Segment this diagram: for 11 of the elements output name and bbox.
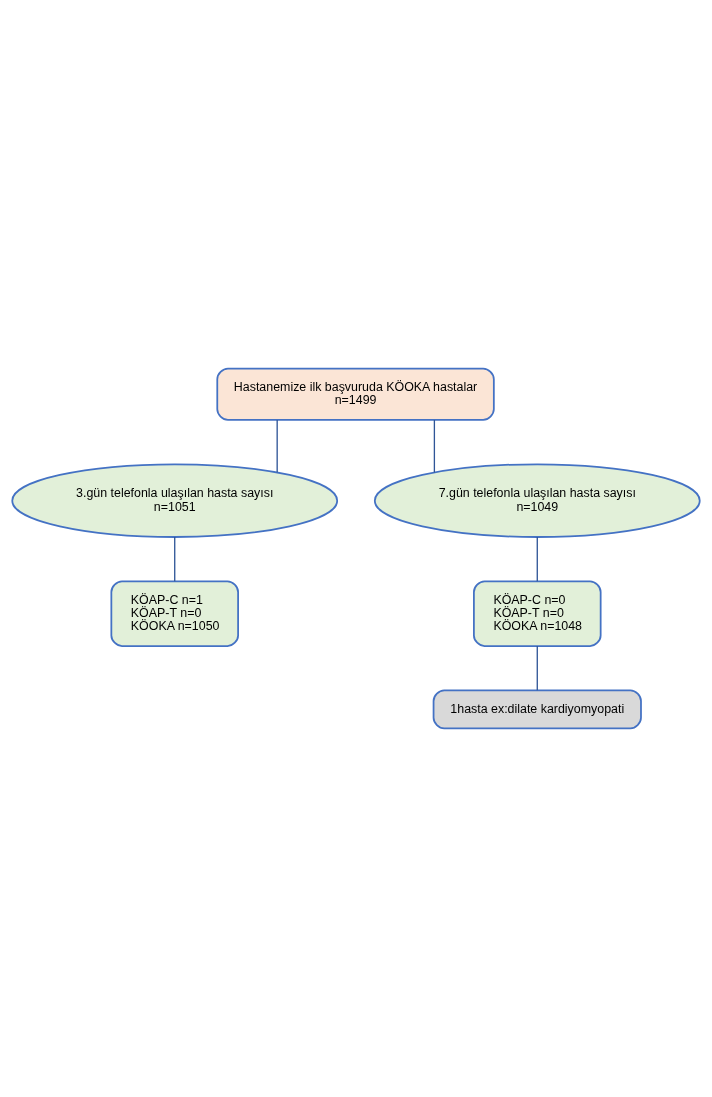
- connector: [433, 419, 436, 474]
- node-ellipse: 3.gün telefonla ulaşılan hasta sayısı n=1051: [11, 463, 339, 538]
- node-ellipse: 7.gün telefonla ulaşılan hasta sayısı n=1049: [373, 463, 701, 538]
- node-box: KÖAP-C n=0 KÖAP-T n=0 KÖOKA n=1048: [473, 580, 602, 647]
- connector: [276, 419, 278, 473]
- node-box: 1hasta ex:dilate kardiyomyopati: [432, 689, 642, 730]
- node-box: Hastanemize ilk başvuruda KÖOKA hastalar n=1499: [216, 367, 495, 421]
- connector: [174, 536, 176, 582]
- node-box: KÖAP-C n=1 KÖAP-T n=0 KÖOKA n=1050: [110, 580, 239, 647]
- connector: [536, 536, 538, 582]
- connector: [536, 645, 538, 691]
